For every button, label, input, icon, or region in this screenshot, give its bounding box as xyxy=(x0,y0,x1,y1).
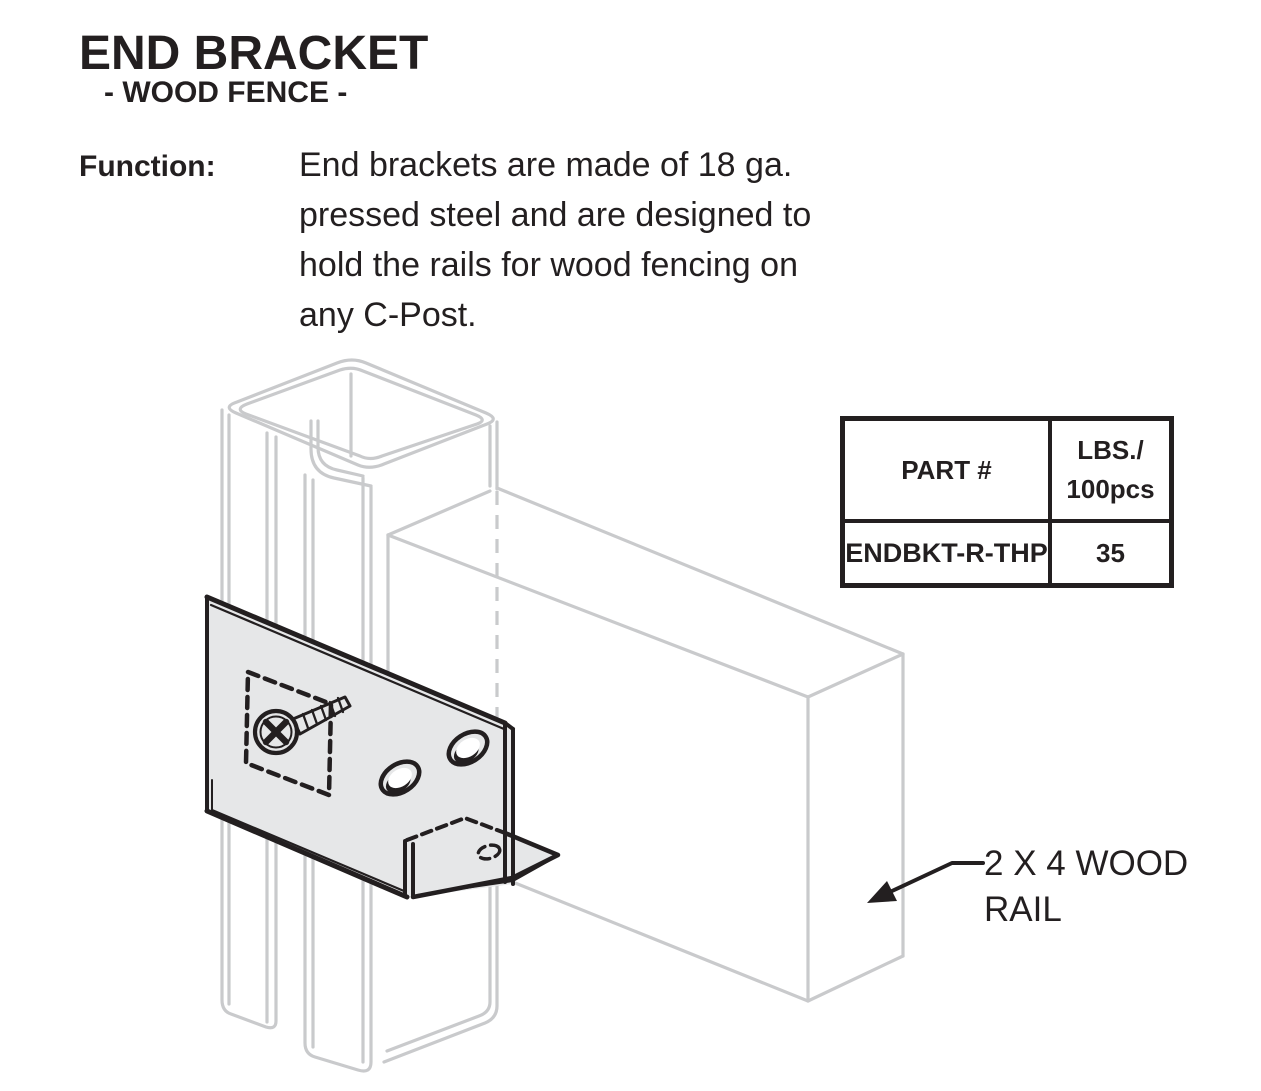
bracket-fold-hidden-dashed xyxy=(405,816,507,842)
rail-label-line-1: 2 X 4 WOOD xyxy=(984,844,1189,883)
post-left-lip-outline xyxy=(220,408,278,1030)
spec-table-row-weight: 35 xyxy=(1052,523,1169,583)
function-description: End brackets are made of 18 ga. pressed … xyxy=(299,140,811,340)
leader-arrow-icon xyxy=(867,861,985,903)
spec-table-row-part-number: ENDBKT-R-THP xyxy=(845,523,1052,583)
bracket-plate-bottom-edge xyxy=(204,808,410,900)
spec-table: PART # LBS./ 100pcs ENDBKT-R-THP 35 xyxy=(840,416,1174,588)
rail-label-line-2: RAIL xyxy=(984,890,1062,929)
rail-far-top-edge xyxy=(495,486,905,656)
knockout-dashed-outline xyxy=(243,669,334,798)
post-top-face-inner xyxy=(238,366,484,461)
phillips-screw-icon xyxy=(252,695,352,756)
rail-left-end-top-edge xyxy=(386,489,492,537)
post-right-lip-outline xyxy=(303,473,373,1073)
arrowhead xyxy=(867,881,897,903)
screw-thread-2 xyxy=(310,708,319,726)
bolt-hole-icon xyxy=(446,729,490,767)
page-subtitle: - WOOD FENCE - xyxy=(104,76,348,109)
bracket-plate-bottom-thickness xyxy=(210,808,406,893)
part-header-label: PART # xyxy=(901,454,992,485)
function-label: Function: xyxy=(79,150,216,183)
weight-header-line-1: LBS./ xyxy=(1077,435,1144,465)
weight-header-line-2: 100pcs xyxy=(1066,474,1155,504)
function-line-1: End brackets are made of 18 ga. xyxy=(299,146,793,184)
page-title: END BRACKET xyxy=(79,27,429,80)
part-number-value: ENDBKT-R-THP xyxy=(845,537,1048,568)
end-bracket-drawing xyxy=(204,594,561,900)
post-right-edge-bottom-inner xyxy=(385,872,492,1053)
screw-head-bevel xyxy=(259,715,293,749)
weight-value: 35 xyxy=(1096,537,1125,568)
function-line-2: pressed steel and are designed to xyxy=(299,196,812,234)
screw-thread-3 xyxy=(319,704,328,722)
post-slot-hook-outer xyxy=(309,419,373,488)
post-slot-hook-inner xyxy=(316,419,365,478)
rail-end-bottom-edge xyxy=(806,954,905,1003)
post-top-face-outer xyxy=(227,358,495,469)
function-line-3: hold the rails for wood fencing on xyxy=(299,246,798,284)
spec-table-header-part: PART # xyxy=(845,421,1052,523)
bracket-plate-top-edge xyxy=(204,594,508,726)
flange-hole-dashed-icon xyxy=(476,843,502,861)
bracket-plate-top-thickness xyxy=(209,603,506,731)
rail-end-top-edge xyxy=(806,652,905,699)
bracket-plate-face xyxy=(207,597,513,897)
screw-head xyxy=(252,708,300,756)
spec-table-header-weight: LBS./ 100pcs xyxy=(1052,421,1169,523)
leader-line xyxy=(890,861,985,893)
screw-thread-1 xyxy=(301,712,310,730)
bracket-plate-corner-edge xyxy=(503,721,515,731)
screw-thread-5 xyxy=(336,696,345,714)
screw-thread-4 xyxy=(328,700,337,718)
bolt-hole-icon xyxy=(378,759,422,797)
rail-label: 2 X 4 WOOD RAIL xyxy=(984,841,1188,933)
post-right-edge-bottom-outer xyxy=(382,868,499,1064)
rail-near-top-edge xyxy=(386,533,810,699)
wood-rail-drawing xyxy=(386,486,905,1003)
rail-near-bottom-edge xyxy=(476,866,810,1003)
screw-phillips-slot-b xyxy=(262,718,290,746)
function-line-4: any C-Post. xyxy=(299,296,477,334)
